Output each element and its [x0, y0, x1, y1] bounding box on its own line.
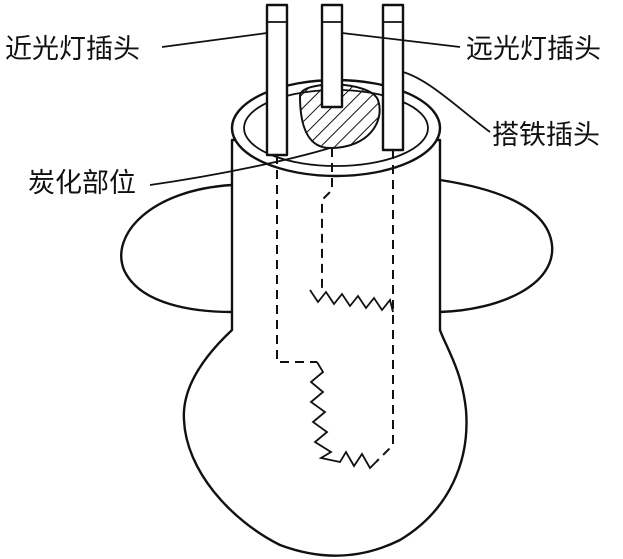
low-beam-wire	[276, 155, 317, 363]
bulb-glass	[182, 138, 468, 557]
leader-carbonized	[149, 147, 331, 186]
label-high-beam-pin: 远光灯插头	[466, 34, 601, 65]
lower-filament	[309, 361, 377, 470]
label-low-beam-pin: 近光灯插头	[5, 34, 140, 65]
leader-low-beam	[161, 32, 268, 48]
label-ground-pin: 搭铁插头	[492, 120, 600, 151]
high-beam-wire	[321, 148, 333, 290]
low-beam-pin	[265, 3, 289, 157]
upper-filament	[309, 289, 394, 313]
ground-wire	[375, 150, 394, 463]
ground-pin	[381, 3, 405, 152]
leader-ground	[402, 71, 491, 133]
label-carbonized-area: 炭化部位	[28, 168, 136, 199]
leader-high-beam	[341, 32, 461, 48]
high-beam-pin	[320, 3, 344, 109]
